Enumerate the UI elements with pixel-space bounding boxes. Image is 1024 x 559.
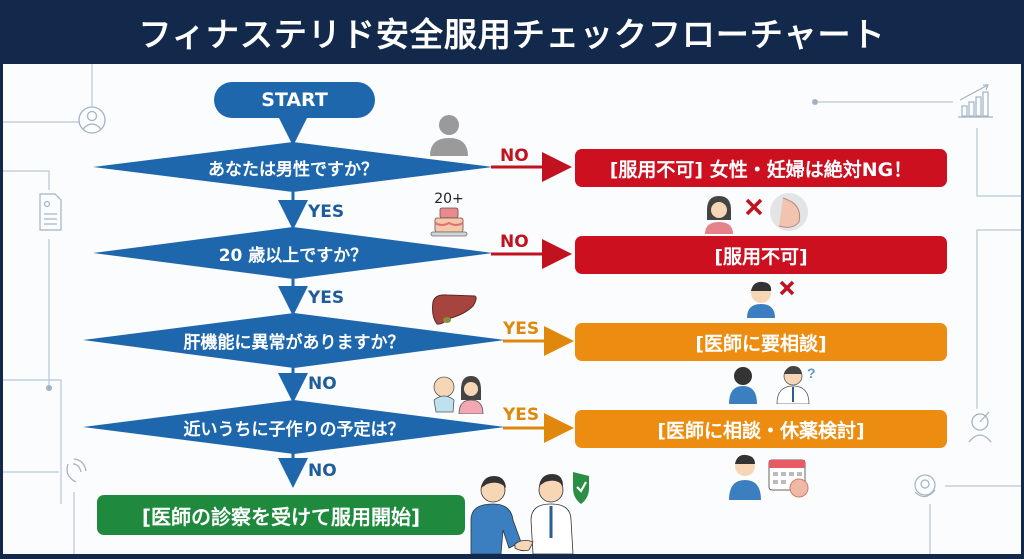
branch-label-q4-no: NO	[308, 461, 337, 481]
baby-mother-icon	[433, 376, 484, 414]
woman-pregnant-prohibited-icon	[705, 193, 808, 234]
thinking-man-calendar-icon	[729, 454, 809, 500]
liver-icon	[432, 294, 477, 325]
phone-icon	[66, 458, 87, 483]
handshake-doctor-patient-icon	[470, 472, 589, 554]
young-man-prohibited-icon	[747, 280, 795, 318]
cake-age-label: 20+	[434, 191, 464, 207]
branch-label-q2-no: NO	[500, 232, 529, 252]
outcome-not-allowed-underage: [服用不可]	[575, 236, 947, 274]
flowchart-canvas: START あなたは男性ですか？ 20 歳以上ですか？ 肝機能に異常がありますか…	[3, 64, 1021, 554]
background-decoration	[3, 64, 1021, 554]
branch-label-q1-yes: YES	[308, 202, 345, 222]
page-title: フィナステリド安全服用チェックフローチャート	[138, 15, 886, 54]
male-silhouette-icon	[430, 115, 468, 156]
outcome-not-allowed-women: [服用不可] 女性・妊婦は絶対NG！	[575, 149, 947, 187]
branch-label-q4-yes: YES	[503, 405, 540, 425]
branch-label-q1-no: NO	[500, 146, 529, 166]
branch-label-q3-yes: YES	[503, 319, 540, 339]
decision-liver-function: 肝機能に異常がありますか？	[83, 313, 505, 368]
outcome-consult-doctor: [医師に要相談]	[575, 323, 947, 361]
decision-text: 近いうちに子作りの予定は？	[183, 419, 405, 440]
document-icon	[39, 193, 62, 231]
decision-text: 肝機能に異常がありますか？	[183, 333, 405, 353]
flow-connectors	[278, 116, 574, 488]
webcam-icon	[914, 474, 936, 498]
growth-chart-icon	[958, 84, 993, 118]
birthday-cake-icon: 20+	[429, 192, 469, 244]
decision-text: 20 歳以上ですか？	[218, 245, 368, 266]
branch-label-q3-no: NO	[308, 374, 337, 394]
user-circle-icon	[78, 106, 106, 134]
title-bar: フィナステリド安全服用チェックフローチャート	[0, 0, 1024, 64]
final-start-treatment: [医師の診察を受けて服用開始]	[97, 495, 465, 535]
patient-doctor-consult-icon: ?	[729, 365, 816, 404]
decision-conception-plan: 近いうちに子作りの予定は？	[83, 400, 505, 454]
branch-label-q2-yes: YES	[308, 288, 345, 308]
decision-text: あなたは男性ですか？	[208, 159, 378, 180]
question-mark: ?	[807, 365, 816, 381]
decision-age-20: 20 歳以上ですか？	[93, 227, 493, 279]
outcome-consult-pause: [医師に相談・休薬検討]	[575, 410, 947, 448]
start-terminal: START	[214, 82, 375, 118]
person-target-icon	[968, 411, 992, 443]
decision-is-male: あなたは男性ですか？	[93, 142, 493, 192]
